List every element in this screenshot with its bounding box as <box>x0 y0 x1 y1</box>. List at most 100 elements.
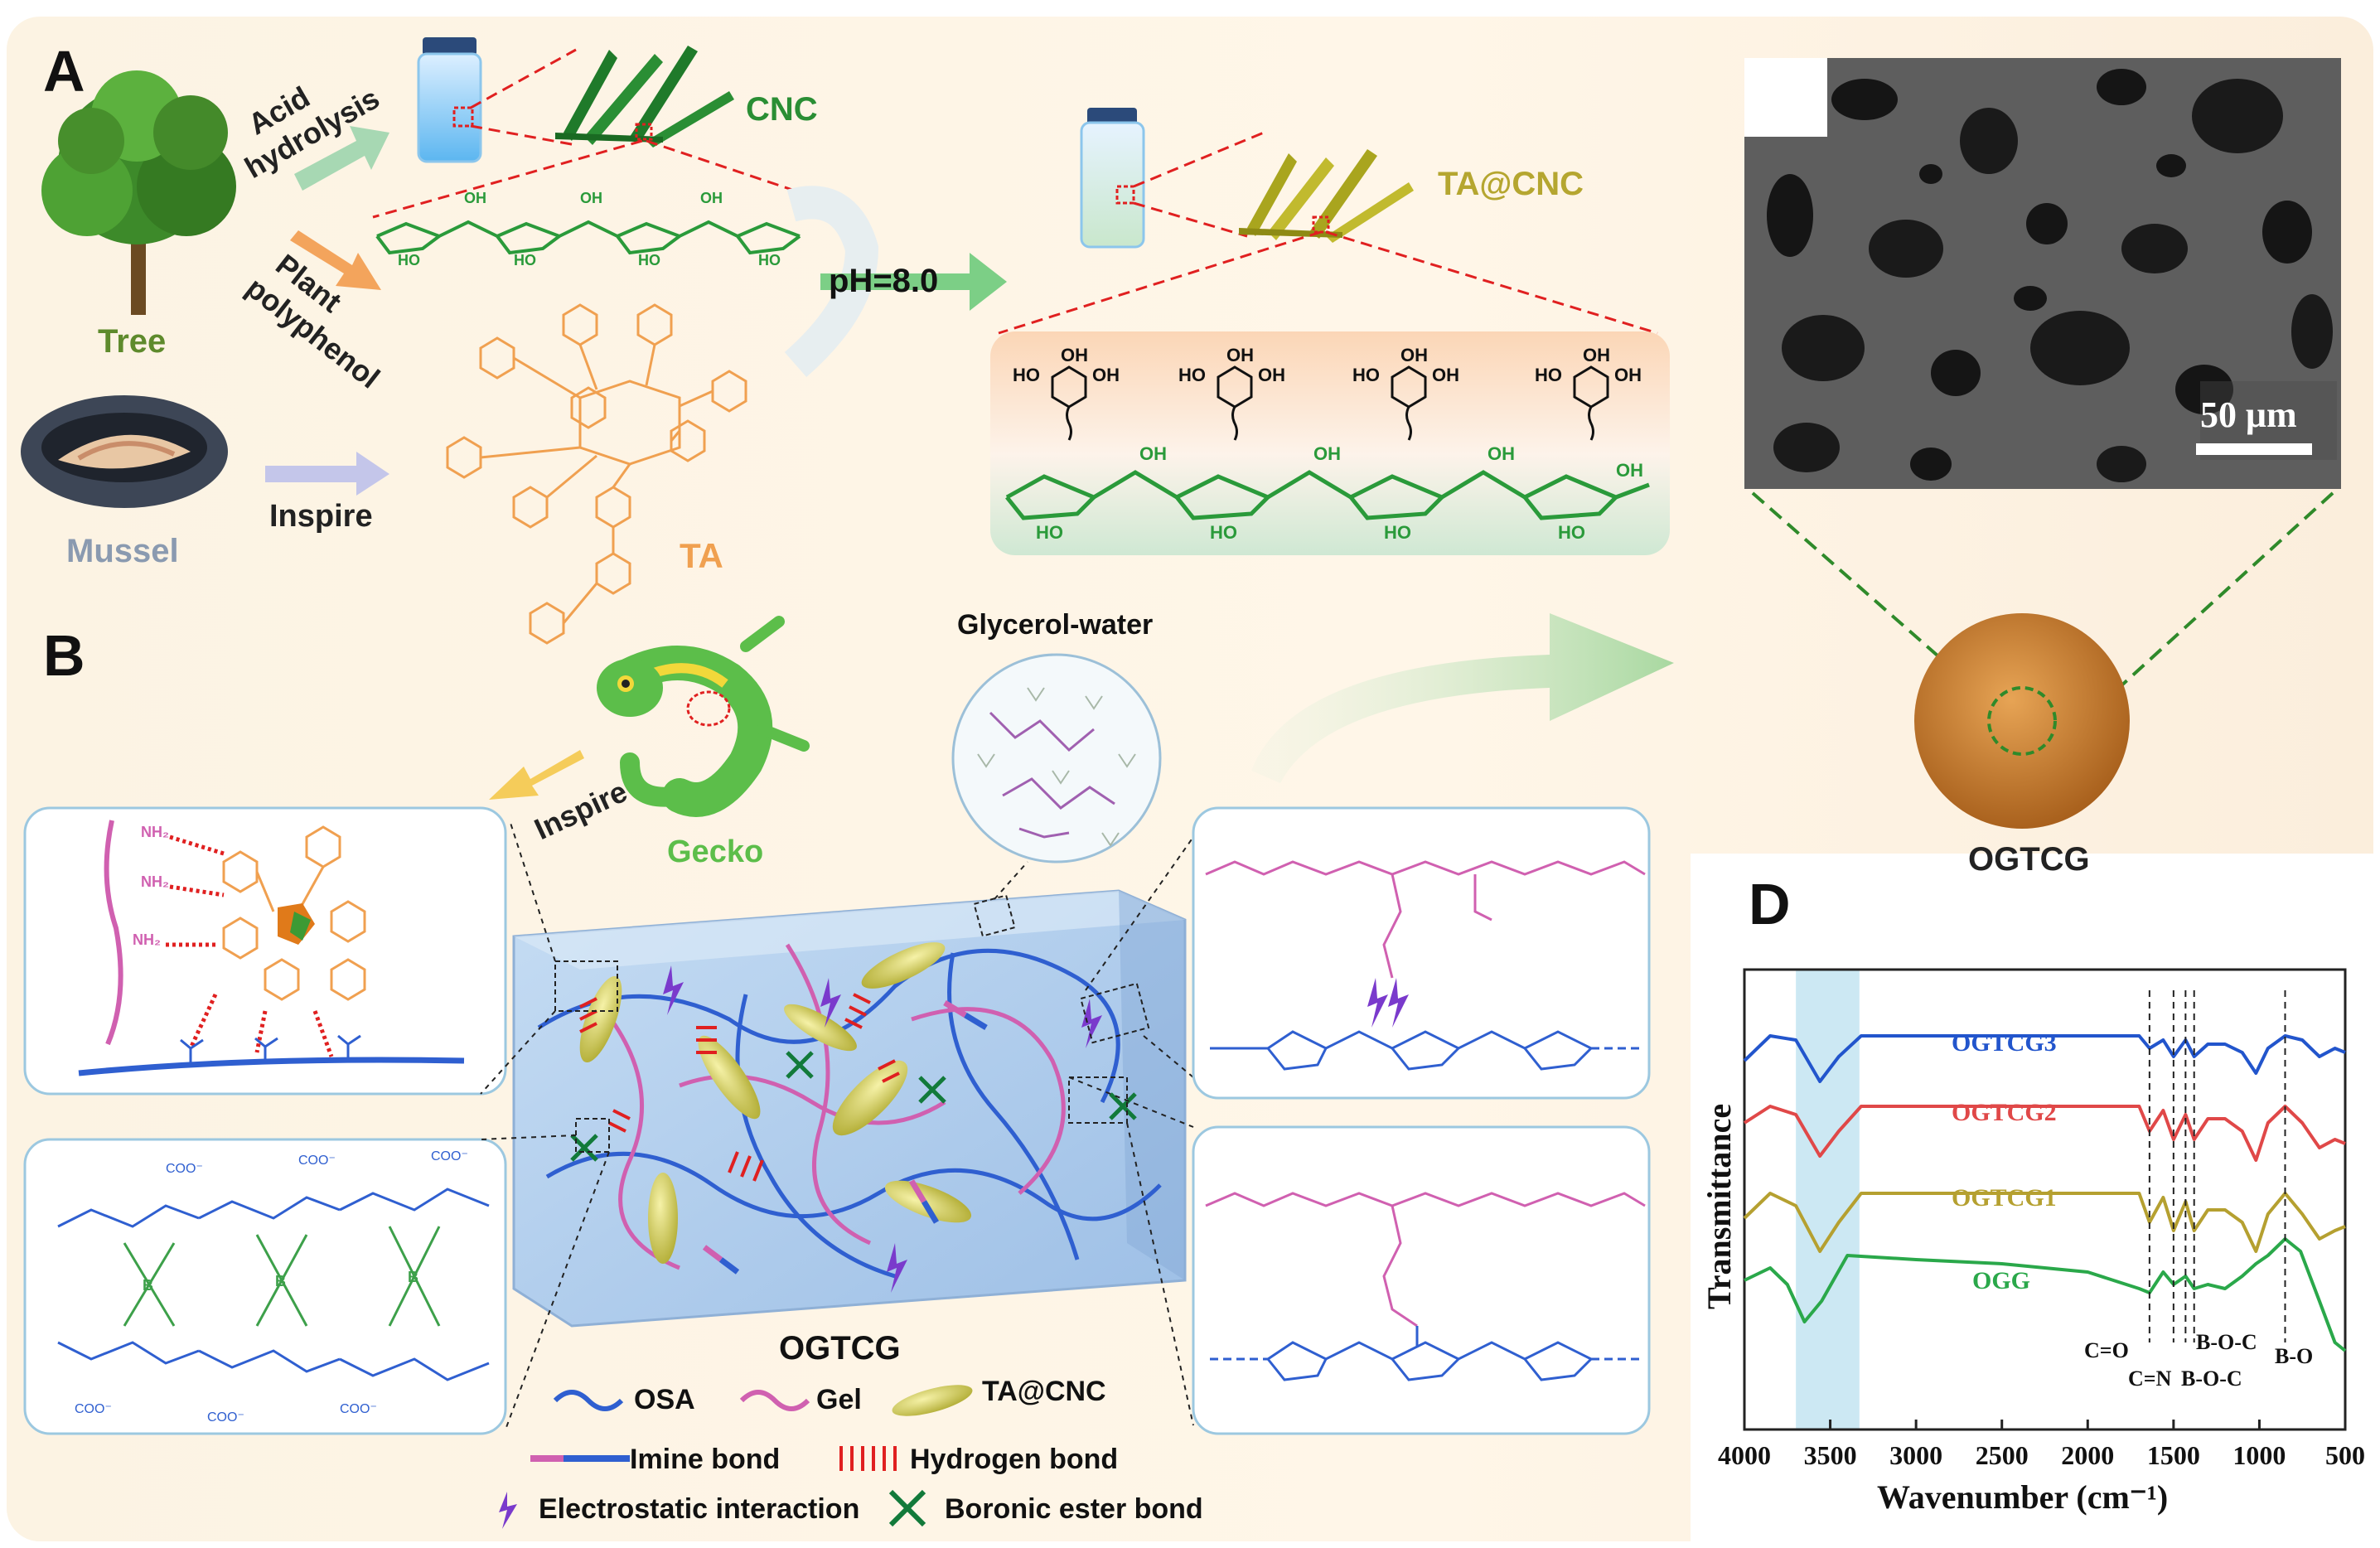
peptide-chain-bottom <box>1205 1192 1646 1328</box>
gallol-oh-labels: OH HO OH OH HO OH OH HO OH OH HO OH <box>1013 345 1642 385</box>
legend-boronic-swatch <box>888 1489 926 1527</box>
annot-c-n: C=N <box>2128 1367 2172 1391</box>
electrostatic-marks <box>663 965 1102 1293</box>
glycerol-water-bubble <box>951 653 1162 863</box>
annot-b-o-c-2: B-O-C <box>2181 1367 2242 1391</box>
svg-text:HO: HO <box>758 252 781 268</box>
panel-d-letter: D <box>1749 872 1791 936</box>
series-label-ogtcg1: OGTCG1 <box>1952 1184 2057 1212</box>
mussel-icon <box>21 395 228 508</box>
legend-imine-label: Imine bond <box>630 1444 780 1475</box>
svg-text:COO⁻: COO⁻ <box>207 1410 244 1425</box>
ftir-plot-frame <box>1743 968 2347 1431</box>
legend-hydrogen-label: Hydrogen bond <box>910 1444 1118 1475</box>
glycerol-water-label: Glycerol-water <box>957 609 1153 641</box>
svg-text:HO: HO <box>398 252 420 268</box>
svg-text:COO⁻: COO⁻ <box>431 1149 468 1163</box>
hydrogen-bond-detail-box <box>23 806 507 1096</box>
osa-chains <box>537 948 1162 1279</box>
series-label-ogg: OGG <box>1972 1267 2030 1294</box>
osa-chain-top <box>1210 1030 1641 1071</box>
svg-text:HO: HO <box>1558 522 1585 543</box>
svg-text:OH: OH <box>1614 365 1642 385</box>
tacnc-label: TA@CNC <box>1438 166 1584 202</box>
svg-text:NH₂: NH₂ <box>141 873 169 890</box>
cellulose-chain-a <box>375 220 801 255</box>
svg-text:COO⁻: COO⁻ <box>298 1154 336 1168</box>
ftir-xlabel: Wavenumber (cm⁻¹) <box>1877 1478 2168 1516</box>
cellulose-box-labels: OH OH OH OH HO HO HO HO <box>1036 443 1643 543</box>
legend-osa-label: OSA <box>634 1384 695 1415</box>
series-label-ogtcg2: OGTCG2 <box>1952 1099 2057 1126</box>
cnc-crystal-icon <box>555 46 734 148</box>
series-line-ogtcg3 <box>1743 1034 2346 1083</box>
gecko-label: Gecko <box>667 834 763 869</box>
ta-label: TA <box>680 536 723 575</box>
svg-text:NH₂: NH₂ <box>141 824 169 840</box>
svg-text:OH: OH <box>1488 443 1515 464</box>
scale-bar <box>2196 443 2312 455</box>
x-tick-label: 500 <box>2325 1440 2365 1470</box>
plant-polyphenol-arrow <box>290 230 381 290</box>
x-tick-label: 1500 <box>2147 1440 2200 1470</box>
zoom-boxes <box>554 894 1150 1153</box>
imine-detail-box <box>1192 1125 1651 1435</box>
scale-bar-label: 50 μm <box>2200 394 2297 435</box>
osa-chain-bottom <box>1210 1326 1641 1381</box>
cellulose-chain-box <box>1005 470 1650 520</box>
boronic-network <box>57 1188 490 1381</box>
inspire-arrow-a <box>265 452 389 496</box>
svg-text:OH: OH <box>1061 345 1088 365</box>
tacnc-crystal-icon <box>1239 149 1414 243</box>
legend-boronic-label: Boronic ester bond <box>945 1493 1203 1525</box>
x-tick-label: 1000 <box>2232 1440 2286 1470</box>
x-tick-label: 3500 <box>1804 1440 1857 1470</box>
sem-image <box>1744 58 2341 489</box>
electrostatic-mark-detail <box>1367 978 1388 1028</box>
svg-text:OH: OH <box>1400 345 1428 365</box>
svg-text:OH: OH <box>700 190 723 206</box>
ph-arrow <box>784 186 879 378</box>
svg-text:OH: OH <box>1432 365 1459 385</box>
svg-text:OH: OH <box>1139 443 1167 464</box>
svg-text:HO: HO <box>1352 365 1380 385</box>
annot-c-o: C=O <box>2084 1338 2129 1362</box>
svg-text:OH: OH <box>1092 365 1120 385</box>
ph-label: pH=8.0 <box>829 263 938 299</box>
annot-b-o-c-1: B-O-C <box>2196 1330 2257 1354</box>
svg-text:HO: HO <box>1535 365 1562 385</box>
series-label-ogtcg3: OGTCG3 <box>1952 1029 2057 1057</box>
panel-a-letter: A <box>43 39 85 104</box>
mussel-label: Mussel <box>66 533 179 569</box>
hydrogen-bond-marks <box>579 993 900 1182</box>
zoom-lines <box>480 820 1194 1430</box>
svg-text:HO: HO <box>638 252 660 268</box>
x-tick-label: 2000 <box>2061 1440 2114 1470</box>
boronic-ester-detail-box <box>23 1138 507 1435</box>
svg-text:COO⁻: COO⁻ <box>75 1402 112 1416</box>
cellulose-chain-a-labels: OH OH OH HO HO HO HO <box>398 190 781 268</box>
svg-text:NH₂: NH₂ <box>133 931 161 948</box>
svg-text:B: B <box>143 1277 153 1294</box>
legend-gel-label: Gel <box>816 1384 862 1415</box>
svg-text:B: B <box>408 1269 418 1285</box>
svg-text:HO: HO <box>514 252 536 268</box>
svg-text:COO⁻: COO⁻ <box>166 1162 203 1176</box>
hydrogen-bonds-left <box>166 834 334 1057</box>
b-o-links <box>123 1226 441 1327</box>
svg-text:COO⁻: COO⁻ <box>340 1402 377 1416</box>
panel-b-letter: B <box>43 623 85 688</box>
tacnc-vial <box>1080 108 1145 249</box>
acid-hydrolysis-arrow <box>294 126 389 191</box>
cnc-label: CNC <box>746 91 818 128</box>
svg-text:B: B <box>275 1273 286 1289</box>
electrostatic-detail-box <box>1192 806 1651 1100</box>
ftir-highlight-band <box>1796 970 1860 1429</box>
ogtcg-disc <box>1914 613 2130 829</box>
glycerol-network <box>989 711 1115 839</box>
carboxyl-groups <box>180 1034 361 1065</box>
x-tick-label: 4000 <box>1718 1440 1771 1470</box>
svg-text:HO: HO <box>1210 522 1237 543</box>
inspire-arrow-b <box>489 750 584 800</box>
